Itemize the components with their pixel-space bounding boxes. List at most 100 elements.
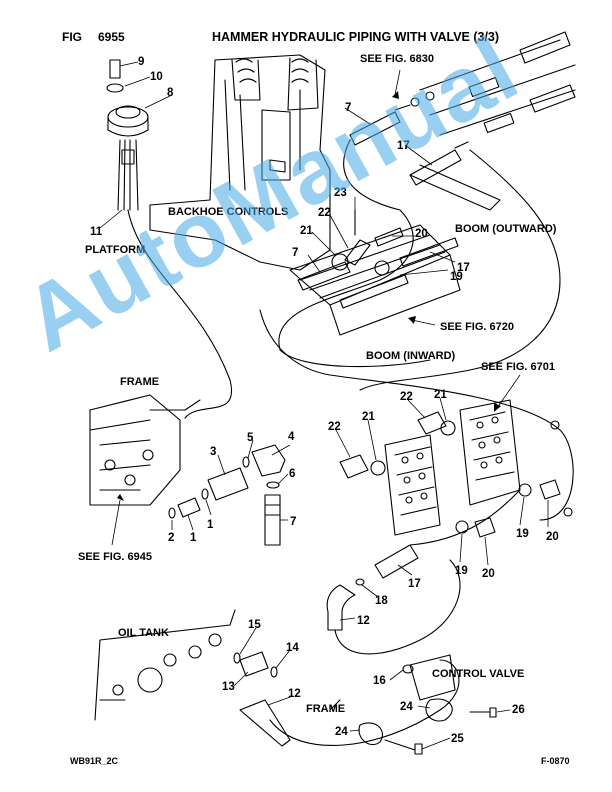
callout-17-lower: 17 (408, 578, 421, 590)
callout-11: 11 (90, 226, 103, 238)
hose-right-loop (359, 149, 561, 391)
oring-14 (270, 666, 278, 678)
footer-right: F-0870 (541, 756, 570, 766)
fig-number: 6955 (98, 30, 125, 44)
clamp-24-left (358, 722, 383, 746)
fitting-21-lower-left (370, 460, 386, 476)
oring-5 (242, 456, 250, 468)
tube-3 (207, 467, 249, 501)
hose-platform (127, 209, 233, 419)
callout-22-mid: 22 (318, 207, 331, 219)
clamp-24-right (425, 698, 453, 722)
fig-label: FIG (62, 30, 82, 44)
label-platform: PLATFORM (85, 244, 145, 256)
callout-6: 6 (289, 468, 295, 480)
label-backhoe-controls: BACKHOE CONTROLS (168, 206, 288, 218)
label-frame-upper: FRAME (120, 376, 159, 388)
oring-15 (233, 652, 241, 664)
callout-7-mid: 7 (292, 247, 298, 259)
callout-25: 25 (451, 733, 464, 745)
hose-17-upper (409, 149, 462, 186)
oring-18 (355, 578, 365, 586)
oring-2 (168, 507, 176, 519)
hose-17-mid (399, 237, 459, 267)
fitting-13 (239, 651, 269, 677)
label-frame-lower: FRAME (306, 703, 345, 715)
label-see-fig-6945: SEE FIG. 6945 (78, 551, 152, 563)
control-valve-lower (409, 654, 456, 701)
backhoe-console (149, 54, 331, 271)
label-control-valve: CONTROL VALVE (432, 668, 524, 680)
harness-11 (117, 139, 139, 211)
hose-12-lower (239, 699, 291, 747)
callout-12-lower: 12 (288, 688, 301, 700)
callout-4: 4 (288, 431, 295, 443)
callout-21-mid: 21 (300, 225, 313, 237)
callout-18: 18 (375, 595, 388, 607)
switch-8 (107, 106, 149, 128)
callout-12-upper: 12 (357, 615, 370, 627)
callout-20-lower: 20 (482, 568, 495, 580)
fitting-19-right (518, 483, 532, 497)
frame-bracket (89, 394, 181, 506)
valve-block-center (384, 434, 441, 536)
bolt-25 (384, 739, 416, 751)
hose-7-upper (349, 111, 401, 146)
label-boom-inward: BOOM (INWARD) (366, 350, 456, 362)
callout-17-upper: 17 (397, 140, 410, 152)
callout-9: 9 (138, 56, 144, 68)
callout-16: 16 (373, 675, 386, 687)
callout-7-lower: 7 (290, 516, 296, 528)
callout-5: 5 (247, 432, 254, 444)
fitting-21-lower-right (440, 420, 456, 436)
callout-3: 3 (210, 446, 216, 458)
clamp-20-lower (474, 517, 496, 538)
hose-7-lower (264, 494, 281, 546)
oil-tank (94, 609, 236, 721)
label-oil-tank: OIL TANK (118, 627, 169, 639)
hose-oiltank (269, 659, 460, 746)
hose-20-mid (374, 227, 404, 247)
clamp-22-lower-right (417, 411, 447, 435)
callout-8: 8 (167, 87, 174, 99)
tank-port-large (137, 667, 163, 693)
elbow-12 (326, 584, 356, 631)
elbow-4 (251, 444, 286, 477)
bolt-9 (109, 59, 121, 79)
callout-24-right: 24 (400, 701, 413, 713)
callout-22-lower-left: 22 (328, 421, 341, 433)
clamp-22-lower-left (339, 454, 369, 479)
fitting-19-lower (455, 520, 469, 534)
callout-21-lower-right: 21 (434, 389, 447, 401)
callout-24-left: 24 (335, 726, 348, 738)
hose-main-top (278, 139, 431, 368)
washer-10 (106, 83, 124, 93)
plug-16 (402, 664, 414, 674)
callout-22-lower-right: 22 (400, 391, 413, 403)
label-boom-outward: BOOM (OUTWARD) (455, 223, 557, 235)
fitting-21-mid (331, 253, 349, 271)
callout-23: 23 (334, 187, 347, 199)
footer-left: WB91R_2C (70, 756, 119, 766)
label-see-fig-6701: SEE FIG. 6701 (481, 361, 555, 373)
callout-13: 13 (222, 681, 235, 693)
valve-block-right (459, 399, 521, 506)
callout-1b: 1 (190, 532, 197, 544)
hose-mid (259, 309, 574, 521)
callout-20-right: 20 (546, 531, 559, 543)
callout-26: 26 (512, 704, 525, 716)
callout-19-lower: 19 (455, 565, 468, 577)
callout-2: 2 (168, 532, 174, 544)
hose-17-lower (374, 544, 419, 579)
callout-15: 15 (248, 619, 261, 631)
oring-1b (201, 488, 209, 500)
oring-6 (266, 481, 280, 489)
clamp-20-right (539, 479, 561, 500)
fitting-1a (177, 497, 201, 518)
callout-7-upper: 7 (345, 102, 351, 114)
label-see-fig-6720: SEE FIG. 6720 (440, 321, 514, 333)
callout-21-lower-left: 21 (362, 411, 375, 423)
callout-1a: 1 (207, 519, 214, 531)
hose-7-mid (297, 261, 351, 291)
